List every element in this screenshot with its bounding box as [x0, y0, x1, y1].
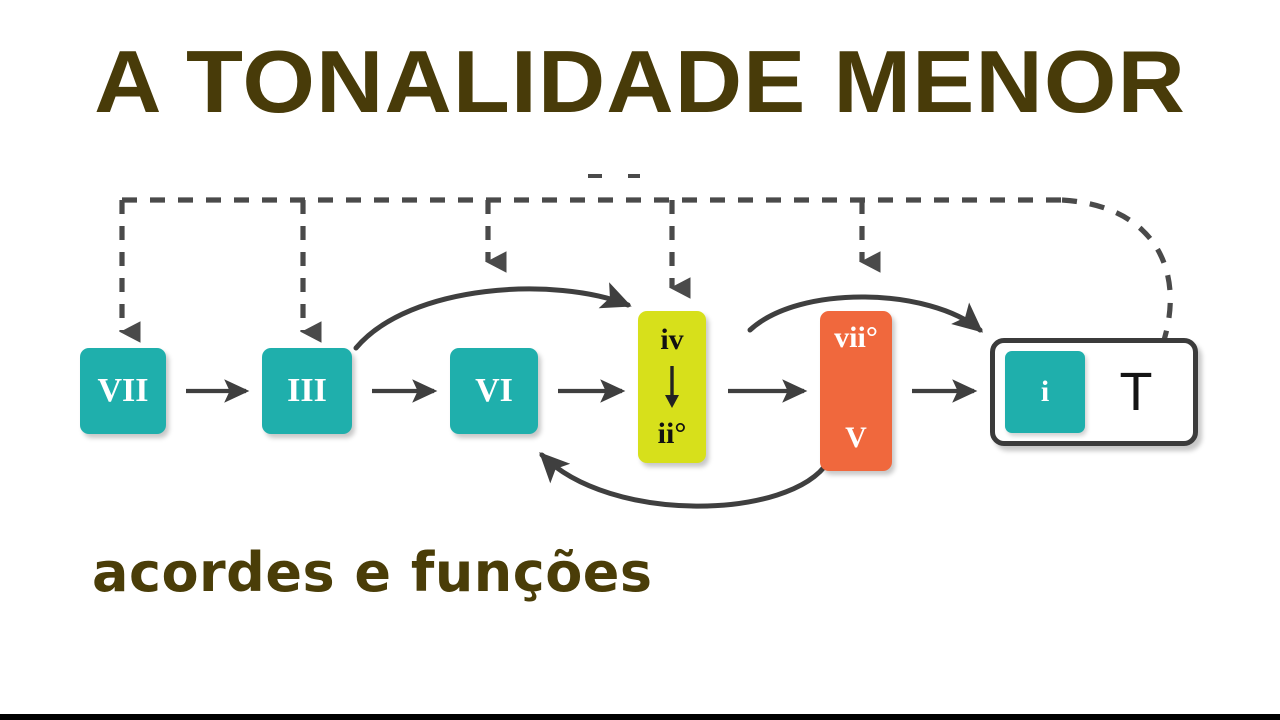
chord-box-subdominant[interactable]: iv ii° [638, 311, 706, 463]
chord-label-i: i [1005, 351, 1085, 433]
chord-label-iii: III [287, 372, 327, 409]
chord-box-dominant[interactable]: vii° V [820, 311, 892, 471]
chord-label-ii-dim: ii° [657, 417, 687, 450]
chord-box-vii[interactable]: VII [80, 348, 166, 434]
down-arrow-icon [661, 355, 683, 419]
chord-box-iii[interactable]: III [262, 348, 352, 434]
dashed-curve-from-tonic [1061, 197, 1173, 353]
bottom-bar [0, 714, 1280, 720]
page-title: A TONALIDADE MENOR [94, 32, 1186, 131]
chord-label-vii: VII [97, 372, 149, 409]
curve-iii-to-iv [353, 282, 632, 351]
function-label-tonic: T [1119, 362, 1153, 422]
chord-label-iv: iv [660, 323, 684, 356]
chord-label-vi: VI [475, 372, 513, 409]
chord-box-vi[interactable]: VI [450, 348, 538, 434]
page-subtitle: acordes e funções [92, 541, 653, 604]
chord-label-v: V [845, 421, 867, 454]
chord-box-tonic-group[interactable]: i T [990, 338, 1198, 446]
chord-label-vii-dim: vii° [834, 321, 878, 354]
